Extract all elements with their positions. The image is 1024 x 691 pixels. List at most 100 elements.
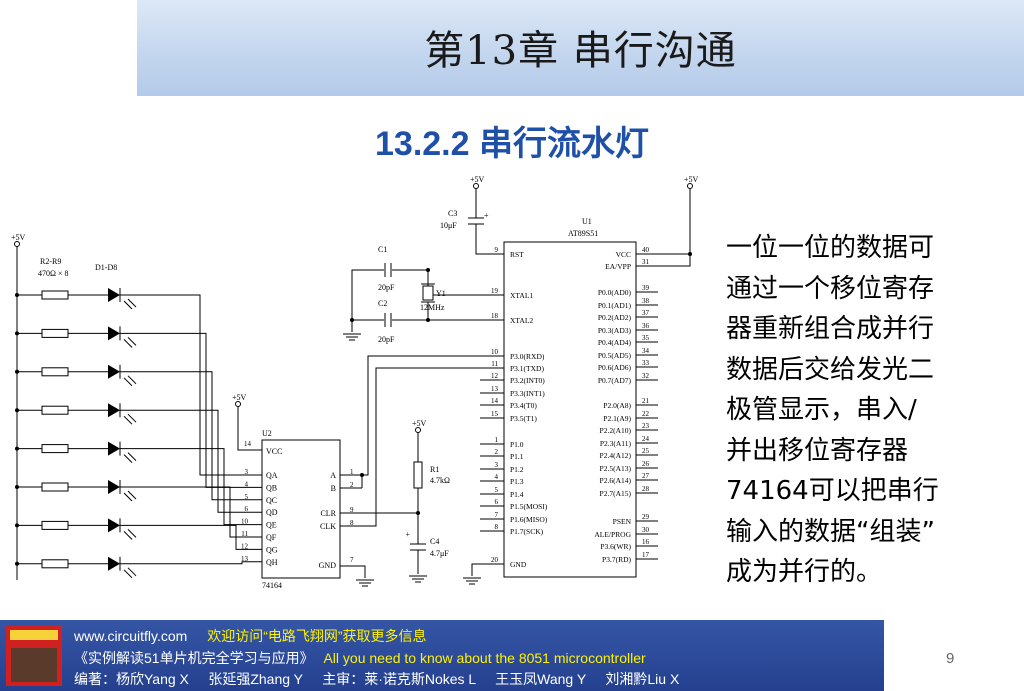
description-line: 并出移位寄存器 bbox=[726, 435, 909, 466]
r1-label: R1 bbox=[430, 465, 439, 474]
pin-number: 38 bbox=[642, 297, 650, 305]
led-diode bbox=[108, 288, 120, 302]
supply-label: +5V bbox=[412, 419, 427, 428]
crystal-value: 12MHz bbox=[420, 303, 445, 312]
description-line: 数据后交给发光二 bbox=[726, 354, 935, 385]
pin-number: 40 bbox=[642, 246, 650, 254]
pin-number: 13 bbox=[241, 555, 249, 563]
led-diode bbox=[108, 403, 120, 418]
pin-name: P2.2(A10) bbox=[600, 426, 632, 435]
pin-number: 10 bbox=[491, 348, 499, 356]
pin-name: QC bbox=[266, 496, 277, 505]
pin-name: CLK bbox=[320, 522, 336, 531]
pin-name: CLR bbox=[320, 509, 336, 518]
led-arrow bbox=[127, 375, 137, 385]
u2-vcc-pin: VCC bbox=[266, 447, 282, 456]
pin-name: P3.7(RD) bbox=[602, 555, 631, 564]
led-diode bbox=[108, 518, 120, 533]
ic-74164 bbox=[261, 439, 341, 579]
pin-name: PSEN bbox=[613, 517, 632, 526]
junction-dot bbox=[15, 446, 19, 451]
pin-name: P3.6(WR) bbox=[600, 542, 631, 551]
pin-number: 9 bbox=[495, 246, 499, 254]
resistor bbox=[41, 520, 69, 530]
pin-number: 27 bbox=[642, 472, 650, 480]
clock-wire bbox=[362, 367, 504, 527]
description-text: 一位一位的数据可通过一个移位寄存器重新组合成并行数据后交给发光二极管显示，串入/… bbox=[726, 228, 1018, 593]
resistor bbox=[41, 444, 69, 454]
led-arrow bbox=[123, 569, 133, 579]
schematic-wires bbox=[16, 188, 691, 587]
c1-value: 20pF bbox=[378, 283, 395, 292]
pin-name: EA/VPP bbox=[605, 262, 631, 271]
led-to-74164-wire bbox=[120, 524, 262, 550]
resistor bbox=[41, 482, 69, 492]
u2-gnd-wire bbox=[340, 565, 366, 578]
site-link[interactable]: www.circuitfly.com bbox=[74, 628, 188, 644]
description-line: 器重新组合成并行 bbox=[726, 314, 935, 344]
led-arrow bbox=[127, 452, 137, 461]
pin-number: 7 bbox=[495, 511, 499, 519]
pin-name: ALE/PROG bbox=[594, 530, 631, 539]
u2-vcc-wire bbox=[237, 414, 262, 451]
led-to-74164-wire bbox=[120, 409, 262, 513]
pin-number: 10 bbox=[241, 518, 249, 526]
pin-number: 19 bbox=[491, 287, 499, 295]
pin-name: P3.3(INT1) bbox=[510, 389, 545, 398]
led-arrow bbox=[127, 298, 137, 308]
supply-node bbox=[415, 427, 421, 433]
pin-number: 13 bbox=[491, 385, 499, 393]
pin-number: 2 bbox=[495, 448, 499, 456]
pin-name: P0.2(AD2) bbox=[598, 313, 632, 322]
junction-dot bbox=[15, 408, 19, 413]
pin-name: P2.4(A12) bbox=[600, 451, 632, 460]
pin-number: 23 bbox=[642, 422, 650, 430]
pin-number: 18 bbox=[491, 312, 499, 320]
c3-label: C3 bbox=[448, 209, 457, 218]
junction-dot bbox=[15, 561, 19, 566]
pin-name: P1.2 bbox=[510, 465, 524, 474]
pin-number: 11 bbox=[491, 360, 498, 368]
title-bar: 第13章 串行沟通 bbox=[137, 0, 1024, 96]
u1-gnd-wire bbox=[471, 563, 480, 576]
pin-number: 39 bbox=[642, 284, 650, 292]
pin-number: 12 bbox=[241, 542, 249, 550]
pin-number: 6 bbox=[495, 498, 499, 506]
pin-name: QB bbox=[266, 483, 277, 492]
welcome-text: 欢迎访问“电路飞翔网”获取更多信息 bbox=[207, 628, 427, 644]
pin-name: P2.6(A14) bbox=[600, 476, 632, 485]
junction-dot bbox=[15, 293, 19, 297]
led-to-74164-wire bbox=[120, 371, 262, 501]
pin-number: 6 bbox=[245, 505, 249, 513]
pin-name: P0.6(AD6) bbox=[598, 363, 632, 372]
pin-number: 2 bbox=[350, 481, 354, 489]
led-arrow bbox=[123, 531, 133, 540]
led-arrow bbox=[127, 567, 137, 577]
resistor bbox=[41, 290, 69, 300]
crystal-y1 bbox=[422, 285, 434, 301]
c2-value: 20pF bbox=[378, 335, 395, 344]
u1-part: AT89S51 bbox=[568, 229, 598, 238]
pin-name: XTAL2 bbox=[510, 316, 533, 325]
footer-line-2: 《实例解读51单片机完全学习与应用》 All you need to know … bbox=[74, 648, 646, 668]
pin-name: A bbox=[330, 471, 336, 480]
led-to-74164-wire bbox=[120, 486, 262, 538]
description-line: 成为并行的。 bbox=[726, 557, 883, 587]
u2-part: 74164 bbox=[262, 581, 282, 590]
c1-gnd-wire bbox=[351, 269, 384, 332]
pin-number: 24 bbox=[642, 435, 650, 443]
pin-name: P3.5(T1) bbox=[510, 414, 537, 423]
led-arrow bbox=[127, 337, 137, 346]
pin-name: RST bbox=[510, 250, 524, 259]
data-wire bbox=[362, 355, 504, 476]
junction-dot bbox=[350, 318, 354, 322]
supply-label: +5V bbox=[232, 393, 247, 402]
supply-node bbox=[473, 183, 479, 189]
led-arrow bbox=[123, 415, 133, 425]
c2-label: C2 bbox=[378, 299, 387, 308]
pin-name: P0.1(AD1) bbox=[598, 301, 632, 310]
u2-label: U2 bbox=[262, 429, 272, 438]
led-to-74164-wire bbox=[120, 294, 262, 476]
pin-number: 11 bbox=[241, 530, 248, 538]
